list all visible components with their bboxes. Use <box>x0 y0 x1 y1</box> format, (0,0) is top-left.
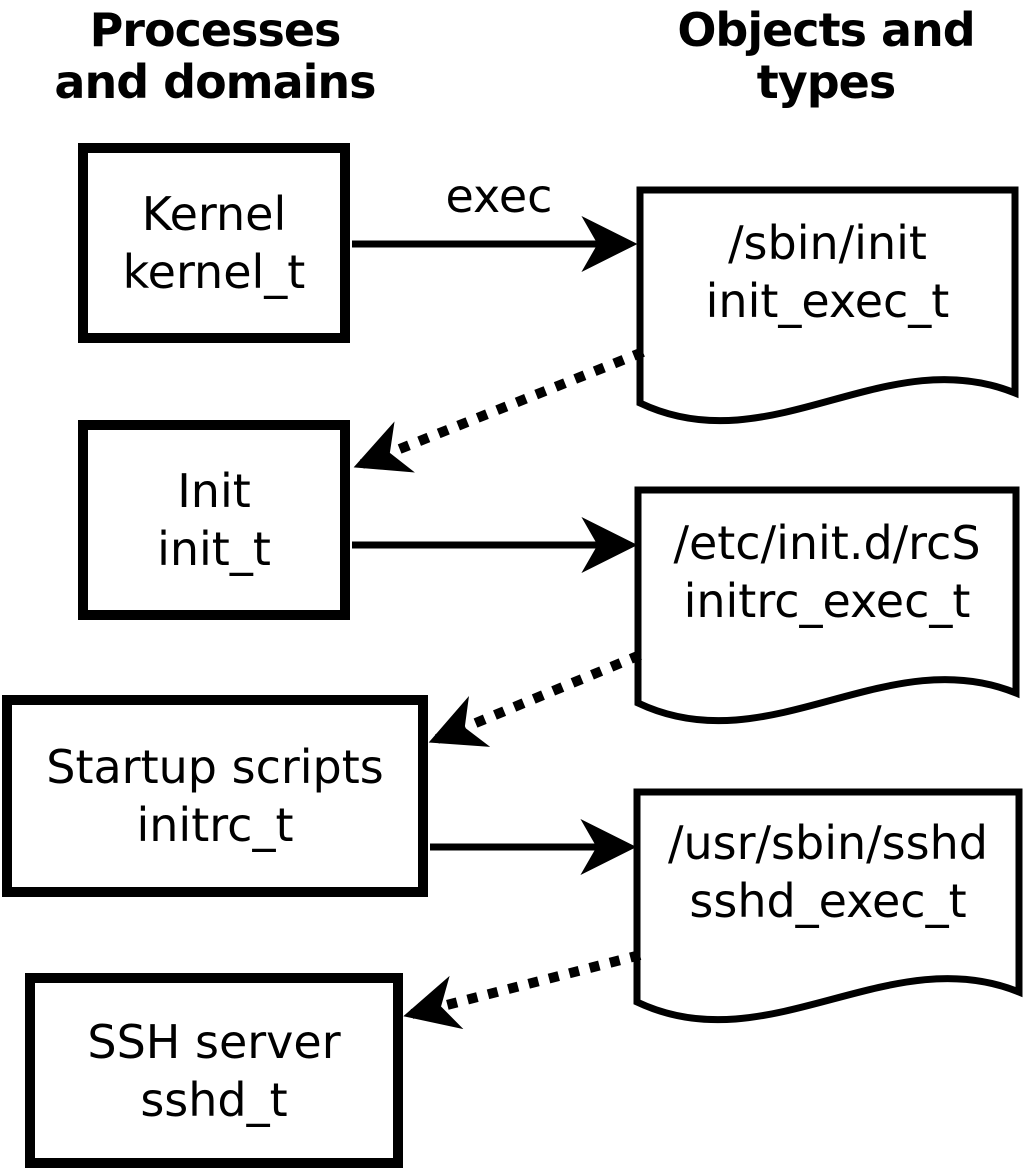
process-box-startup-scripts: Startup scripts initrc_t <box>2 695 428 897</box>
transition-arrow-rcs-to-initrc-domain <box>428 650 642 747</box>
process-name: Kernel <box>141 187 287 241</box>
column-header-objects: Objects and types <box>626 4 1024 108</box>
process-domain-type: init_t <box>157 522 271 576</box>
document-shape-usr-sbin-sshd <box>633 788 1023 1024</box>
process-box-init: Init init_t <box>78 420 350 620</box>
column-header-objects-line1: Objects and <box>677 3 975 57</box>
process-name: SSH server <box>87 1014 341 1069</box>
process-domain-type: kernel_t <box>122 245 306 299</box>
column-header-processes-line2: and domains <box>54 55 376 109</box>
transition-arrow-sshd-to-sshd-domain <box>403 950 642 1030</box>
column-header-processes-line1: Processes <box>89 3 342 57</box>
process-domain-type: initrc_t <box>136 798 294 852</box>
process-name: Init <box>177 464 251 518</box>
process-box-ssh-server: SSH server sshd_t <box>25 973 403 1168</box>
column-header-processes: Processes and domains <box>15 4 415 108</box>
exec-arrow-label: exec <box>445 169 553 223</box>
document-shape-sbin-init <box>636 186 1019 425</box>
transition-arrow-sbin-init-to-init-domain <box>353 347 645 473</box>
process-name: Startup scripts <box>46 740 384 794</box>
document-shape-etc-initd-rcs <box>634 486 1020 725</box>
process-box-kernel: Kernel kernel_t <box>78 143 350 343</box>
column-header-objects-line2: types <box>756 55 896 109</box>
process-domain-type: sshd_t <box>140 1072 288 1127</box>
